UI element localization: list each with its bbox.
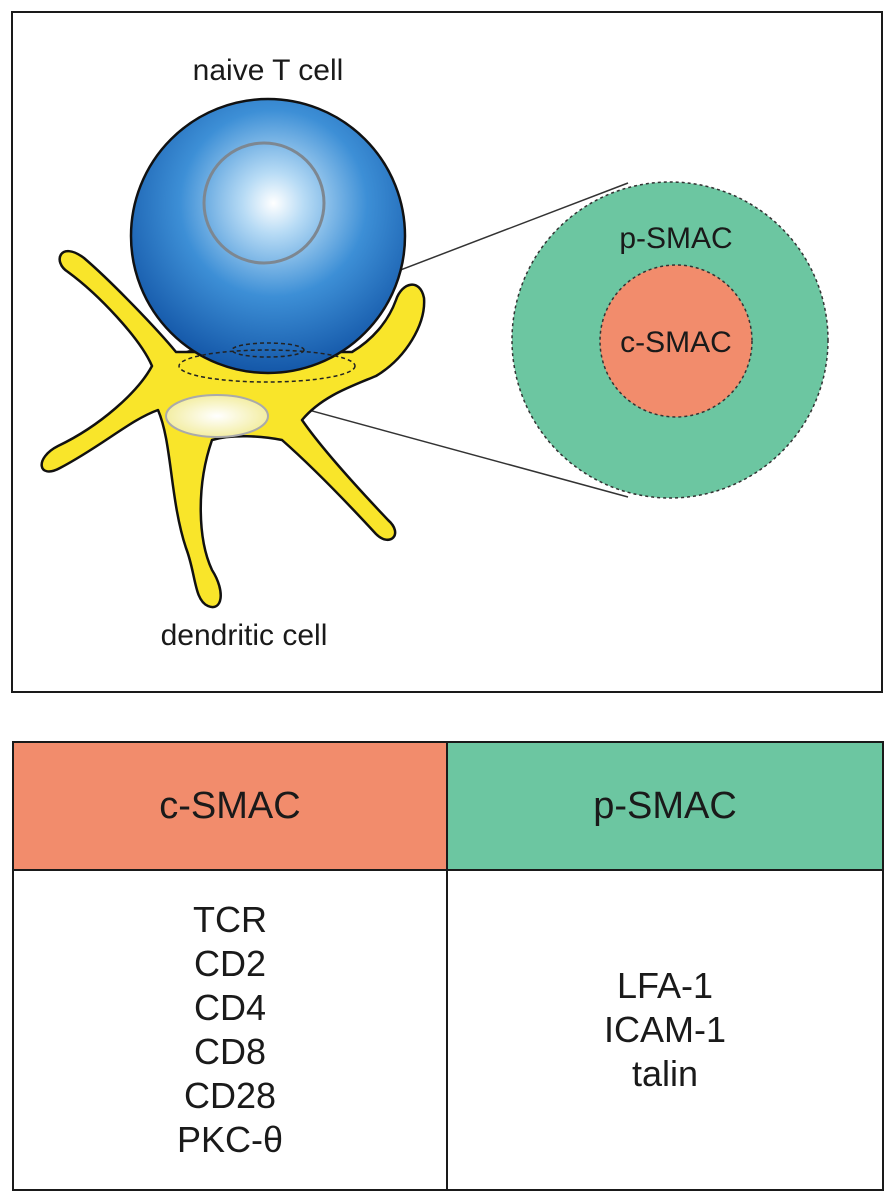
c-smac-zoom-label: c-SMAC	[620, 326, 732, 359]
synapse-diagram: naive T cell dendritic cell p-SMAC c-SMA…	[11, 11, 883, 693]
p-smac-header: p-SMAC	[448, 743, 882, 869]
t-cell-body	[129, 97, 407, 375]
list-item: LFA-1	[616, 965, 714, 1006]
c-smac-zoom-circle	[599, 264, 753, 418]
c-smac-header-label: c-SMAC	[159, 784, 301, 827]
t-cell-label: naive T cell	[193, 54, 344, 87]
smac-table: c-SMAC p-SMAC TCR CD2 CD4 CD8 CD28 PKC-θ…	[12, 741, 884, 1191]
t-cell-nucleus	[202, 141, 326, 265]
c-smac-header: c-SMAC	[14, 743, 448, 869]
p-smac-cell: LFA-1 ICAM-1 talin	[448, 869, 882, 1189]
list-item: ICAM-1	[603, 1009, 726, 1050]
list-item: CD28	[183, 1075, 277, 1116]
dendritic-cell-label: dendritic cell	[161, 619, 328, 652]
p-smac-zoom-label: p-SMAC	[619, 222, 732, 255]
p-smac-header-label: p-SMAC	[593, 784, 737, 827]
list-item: CD4	[193, 987, 267, 1028]
list-item: PKC-θ	[176, 1119, 284, 1160]
c-smac-list: TCR CD2 CD4 CD8 CD28 PKC-θ	[177, 898, 283, 1162]
dendritic-nucleus	[165, 394, 269, 438]
list-item: TCR	[193, 899, 267, 940]
synapse-inner-ellipse	[231, 342, 305, 358]
list-item: CD2	[193, 943, 267, 984]
p-smac-list: LFA-1 ICAM-1 talin	[604, 964, 726, 1096]
c-smac-cell: TCR CD2 CD4 CD8 CD28 PKC-θ	[14, 869, 448, 1189]
list-item: CD8	[193, 1031, 267, 1072]
synapse-outer-ellipse	[178, 349, 356, 383]
list-item: talin	[631, 1053, 699, 1094]
